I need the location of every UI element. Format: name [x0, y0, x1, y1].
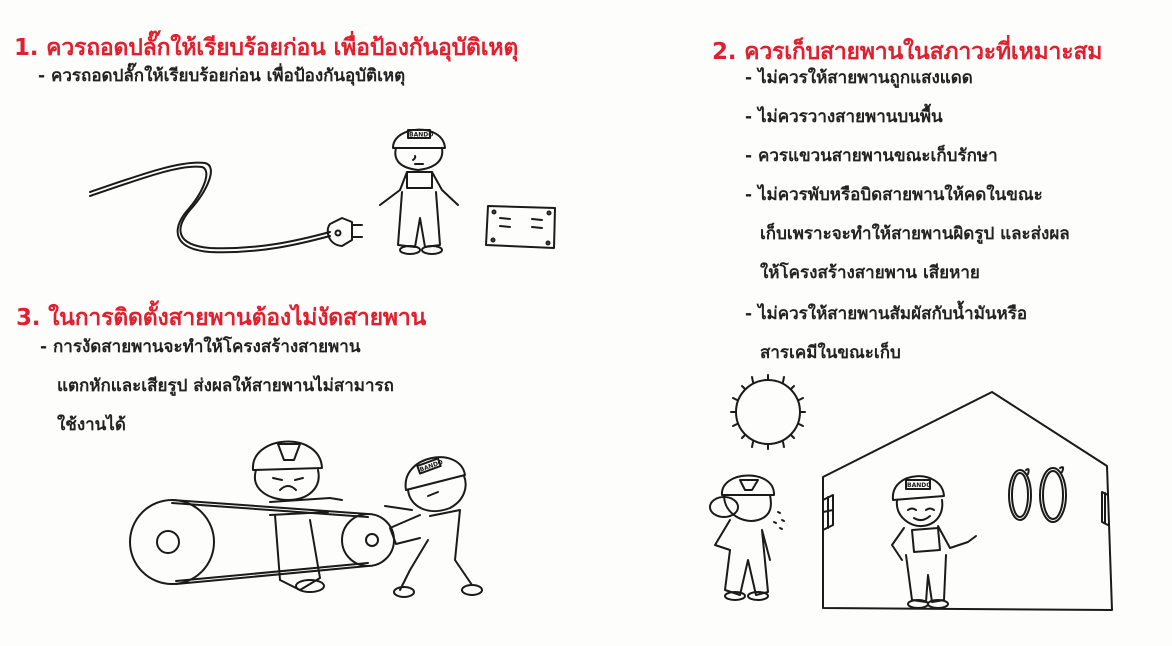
section-3-bullet-continuation: ใช้งานได้: [57, 415, 126, 435]
worker-icon: BANDO: [891, 475, 977, 609]
section-2-bullet: - ไม่ควรให้สายพานถูกแสงแดด: [745, 68, 973, 88]
worker-icon: BANDO: [379, 128, 459, 255]
svg-text:BANDO: BANDO: [907, 482, 931, 489]
worker-icon: [709, 474, 785, 601]
belt-pulley-icon: [129, 499, 395, 585]
worker-icon: [251, 440, 343, 593]
section-3-heading: 3. ในการติดตั้งสายพานต้องไม่งัดสายพาน: [16, 305, 427, 331]
section-3-bullet-continuation: แตกหักและเสียรูป ส่งผลให้สายพานไม่สามารถ: [57, 376, 394, 396]
section-2-bullet: - ควรแขวนสายพานขณะเก็บรักษา: [745, 146, 998, 166]
section-2-bullet-continuation: เก็บเพราะจะทำให้สายพานผิดรูป และส่งผล: [760, 224, 1070, 244]
section-2-bullet: - ไม่ควรวางสายพานบนพื้น: [745, 107, 943, 127]
section-2-bullet: - ไม่ควรพับหรือบิดสายพานให้คดในขณะ: [745, 185, 1043, 205]
section-2-bullet-continuation: สารเคมีในขณะเก็บ: [760, 343, 901, 363]
belt-prying-illustration: BANDO: [129, 440, 483, 598]
section-2-bullet: - ไม่ควรให้สายพานสัมผัสกับน้ำมันหรือ: [745, 304, 1028, 324]
power-socket-icon: [485, 205, 556, 249]
sun-icon: [730, 374, 806, 450]
section-3-bullet: - การงัดสายพานจะทำให้โครงสร้างสายพาน: [40, 337, 361, 357]
storage-illustration: BANDO: [709, 374, 1113, 611]
power-cord-plug-icon: [89, 161, 363, 254]
section-2-heading: 2. ควรเก็บสายพานในสภาวะที่เหมาะสม: [712, 39, 1103, 65]
worker-icon: BANDO: [384, 456, 483, 598]
section-1-heading: 1. ควรถอดปลั๊กให้เรียบร้อยก่อน เพื่อป้อง…: [14, 35, 519, 61]
hanging-belt-icon: [1008, 466, 1067, 523]
storage-house-icon: [822, 391, 1113, 611]
section-2-bullet-continuation: ให้โครงสร้างสายพาน เสียหาย: [760, 263, 980, 283]
unplug-illustration: BANDO: [89, 128, 556, 255]
svg-text:BANDO: BANDO: [409, 132, 433, 139]
section-1-bullet: - ควรถอดปลั๊กให้เรียบร้อยก่อน เพื่อป้องก…: [38, 66, 406, 86]
